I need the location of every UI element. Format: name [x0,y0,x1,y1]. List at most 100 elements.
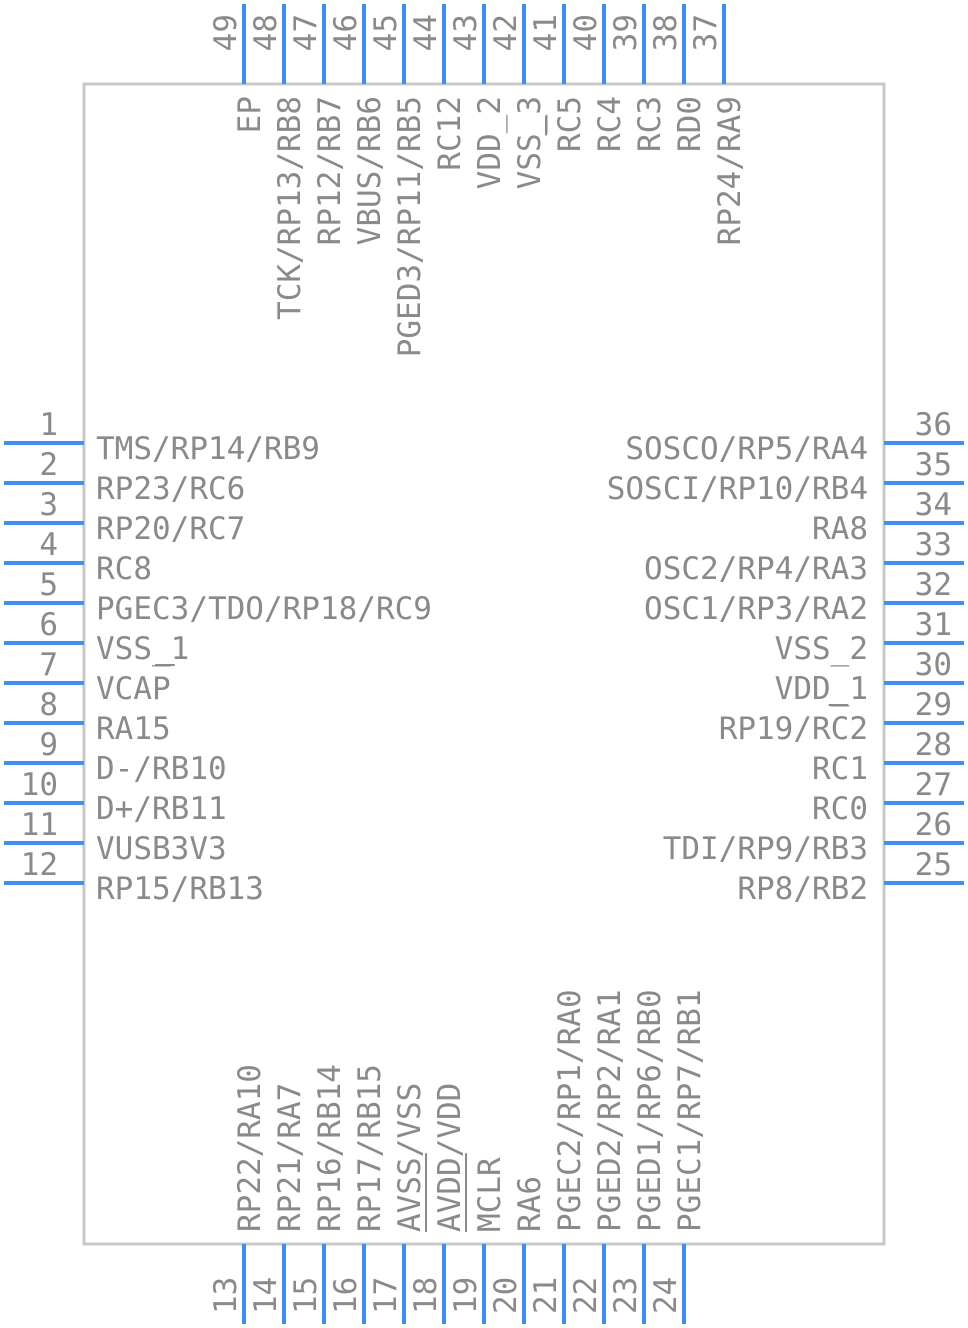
pin-26-label: TDI/RP9/RB3 [663,831,868,867]
pin-30-number: 30 [915,647,952,683]
pin-21-number: 21 [528,1277,564,1314]
pin-25-label: RP8/RB2 [737,871,868,907]
pin-28-label: RC1 [812,751,868,787]
pin-group: 1TMS/RP14/RB92RP23/RC63RP20/RC74RC85PGEC… [4,4,964,1324]
pin-8-number: 8 [39,687,58,723]
pin-18-number: 18 [408,1277,444,1314]
pin-4-number: 4 [39,527,58,563]
pin-33-label: OSC2/RP4/RA3 [644,551,868,587]
pin-19-label: MCLR [472,1157,508,1232]
pin-42-number: 42 [488,14,524,51]
pin-10-label: D+/RB11 [96,791,227,827]
pin-22-number: 22 [568,1277,604,1314]
pin-20-label: RA6 [512,1176,548,1232]
pin-7-label: VCAP [96,671,171,707]
pin-35-number: 35 [915,447,952,483]
pin-43-label: VDD_2 [472,96,508,189]
pin-6-label: VSS_1 [96,631,189,667]
pin-35-label: SOSCI/RP10/RB4 [607,471,868,507]
pin-8-label: RA15 [96,711,171,747]
pin-31-label: VSS_2 [775,631,868,667]
pin-41-label: RC5 [552,96,588,152]
pin-16-number: 16 [328,1277,364,1314]
pin-22-label: PGED2/RP2/RA1 [592,989,628,1232]
pin-48-number: 48 [248,14,284,51]
pin-27-number: 27 [915,767,952,803]
pin-49-number: 49 [208,14,244,51]
pin-6-number: 6 [39,607,58,643]
pin-15-label: RP16/RB14 [312,1064,348,1232]
pin-47-number: 47 [288,14,324,51]
pin-23-label: PGED1/RP6/RB0 [632,989,668,1232]
pin-36-number: 36 [915,407,952,443]
pin-18-label: AVDD/VDD [432,1083,468,1232]
pin-24-label: PGEC1/RP7/RB1 [672,989,708,1232]
pin-39-label: RC3 [632,96,668,152]
pin-44-number: 44 [408,14,444,51]
pin-25-number: 25 [915,847,952,883]
pin-13-label: RP22/RA10 [232,1064,268,1232]
ic-body-outline [82,82,886,1246]
pin-41-number: 41 [528,14,564,51]
pin-44-label: RC12 [432,96,468,171]
pin-49-label: EP [232,96,268,133]
pin-37-number: 37 [688,14,724,51]
pin-30-label: VDD_1 [775,671,868,707]
pin-24-number: 24 [648,1277,684,1314]
pin-16-label: RP17/RB15 [352,1064,388,1232]
pin-20-number: 20 [488,1277,524,1314]
pin-33-number: 33 [915,527,952,563]
pin-36-label: SOSCO/RP5/RA4 [625,431,868,467]
pin-32-number: 32 [915,567,952,603]
pin-9-label: D-/RB10 [96,751,227,787]
pin-23-number: 23 [608,1277,644,1314]
pin-9-number: 9 [39,727,58,763]
pin-42-label: VSS_3 [512,96,548,189]
pin-17-label: AVSS/VSS [392,1083,428,1232]
pin-19-number: 19 [448,1277,484,1314]
pin-5-label: PGEC3/TDO/RP18/RC9 [96,591,432,627]
pin-28-number: 28 [915,727,952,763]
pin-29-label: RP19/RC2 [719,711,868,747]
pin-15-number: 15 [288,1277,324,1314]
pin-14-number: 14 [248,1277,284,1314]
pin-46-number: 46 [328,14,364,51]
pin-1-number: 1 [39,407,58,443]
pin-4-label: RC8 [96,551,152,587]
pin-48-label: TCK/RP13/RB8 [272,96,308,320]
pin-43-number: 43 [448,14,484,51]
pin-39-number: 39 [608,14,644,51]
pin-29-number: 29 [915,687,952,723]
pin-38-label: RD0 [672,96,708,152]
pin-14-label: RP21/RA7 [272,1083,308,1232]
pin-3-label: RP20/RC7 [96,511,245,547]
pin-27-label: RC0 [812,791,868,827]
pin-45-number: 45 [368,14,404,51]
pin-40-label: RC4 [592,96,628,152]
pin-12-label: RP15/RB13 [96,871,264,907]
pin-34-number: 34 [915,487,952,523]
pin-45-label: PGED3/RP11/RB5 [392,96,428,357]
pin-40-number: 40 [568,14,604,51]
pin-38-number: 38 [648,14,684,51]
pin-12-number: 12 [21,847,58,883]
pin-34-label: RA8 [812,511,868,547]
pin-11-label: VUSB3V3 [96,831,227,867]
pin-13-number: 13 [208,1277,244,1314]
pin-26-number: 26 [915,807,952,843]
pin-31-number: 31 [915,607,952,643]
pin-3-number: 3 [39,487,58,523]
pin-5-number: 5 [39,567,58,603]
pin-1-label: TMS/RP14/RB9 [96,431,320,467]
pin-47-label: RP12/RB7 [312,96,348,245]
overbar-group [155,115,849,1232]
pin-32-label: OSC1/RP3/RA2 [644,591,868,627]
pin-17-number: 17 [368,1277,404,1314]
pin-2-label: RP23/RC6 [96,471,245,507]
pin-37-label: RP24/RA9 [712,96,748,245]
pin-7-number: 7 [39,647,58,683]
pin-11-number: 11 [21,807,58,843]
pin-46-label: VBUS/RB6 [352,96,388,245]
